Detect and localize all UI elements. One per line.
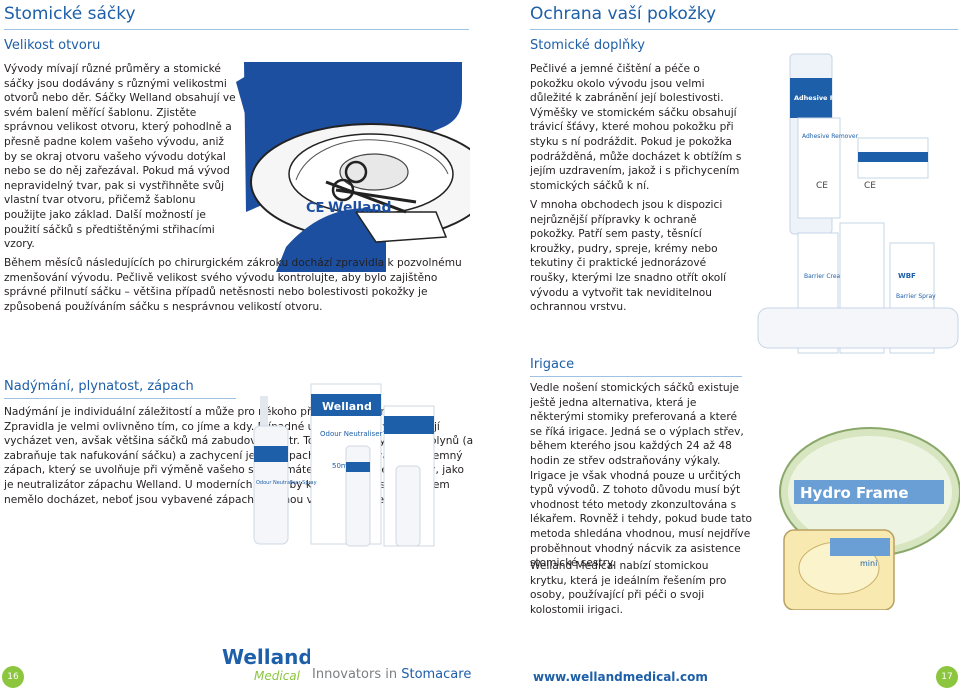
irrigation-cap-paragraph: Welland Medical nabízí stomickou krytku,… xyxy=(530,560,727,616)
svg-text:Hydro Frame: Hydro Frame xyxy=(800,484,909,502)
right-title-rule xyxy=(530,29,958,30)
svg-text:Welland: Welland xyxy=(328,200,391,216)
svg-text:Adhesive Remover: Adhesive Remover xyxy=(802,133,859,140)
odour-spray-products-image: Welland Odour Neutraliser Spray 50ml Odo… xyxy=(236,376,468,556)
welland-medical-logo: Welland Medical xyxy=(220,640,313,686)
svg-text:50ml: 50ml xyxy=(332,462,350,470)
svg-text:Odour Neutraliser Spray: Odour Neutraliser Spray xyxy=(256,480,317,486)
page-number-right: 17 xyxy=(936,666,958,688)
svg-text:CE: CE xyxy=(864,181,876,191)
right-page-title: Ochrana vaší pokožky xyxy=(530,4,717,24)
svg-text:Barrier Cream: Barrier Cream xyxy=(804,273,846,280)
page-number-left: 16 xyxy=(2,666,24,688)
svg-text:CE: CE xyxy=(816,181,828,191)
svg-text:Barrier Spray: Barrier Spray xyxy=(896,293,936,300)
irrigation-paragraph: Vedle nošení stomických sáčků existuje j… xyxy=(530,382,752,570)
stoma-shrink-paragraph: Během měsíců následujících po chirurgick… xyxy=(4,257,462,313)
svg-text:mini: mini xyxy=(860,559,877,568)
left-page-title: Stomické sáčky xyxy=(4,4,136,24)
svg-text:WBF: WBF xyxy=(898,272,916,280)
left-section2-rule xyxy=(4,398,236,399)
footer-website-url[interactable]: www.wellandmedical.com xyxy=(533,670,708,684)
left-subtitle: Velikost otvoru xyxy=(4,38,101,53)
left-title-rule xyxy=(4,29,469,30)
skin-accessories-products-image: Adhesive Remover Adhesive Remover CE CE … xyxy=(748,48,960,358)
right-section2-title: Irigace xyxy=(530,357,575,372)
skin-protection-paragraph: V mnoha obchodech jsou k dispozici nejrů… xyxy=(530,199,727,314)
svg-text:Welland: Welland xyxy=(222,645,310,669)
skin-care-paragraph: Pečlivé a jemné čištění a péče o pokožku… xyxy=(530,63,742,192)
odour-paragraph-top: Nadýmání je individuální záležitostí a m… xyxy=(4,405,473,507)
cutting-template-illustration: CE Welland xyxy=(236,62,492,272)
hydroframe-products-image: Hydro Frame mini xyxy=(760,420,960,611)
svg-text:Medical: Medical xyxy=(254,669,301,683)
svg-text:Adhesive Remover: Adhesive Remover xyxy=(794,94,863,102)
left-section2-title: Nadýmání, plynatost, zápach xyxy=(4,379,194,394)
svg-text:CE: CE xyxy=(306,201,324,216)
svg-text:Odour Neutraliser Spray: Odour Neutraliser Spray xyxy=(320,430,405,438)
stoma-size-paragraph: Vývody mívají různé průměry a stomické s… xyxy=(4,63,236,251)
footer-tagline: Innovators in Stomacare xyxy=(312,667,472,682)
right-section2-rule xyxy=(530,376,742,377)
svg-text:Welland: Welland xyxy=(322,400,372,413)
right-subtitle: Stomické doplňky xyxy=(530,38,645,53)
